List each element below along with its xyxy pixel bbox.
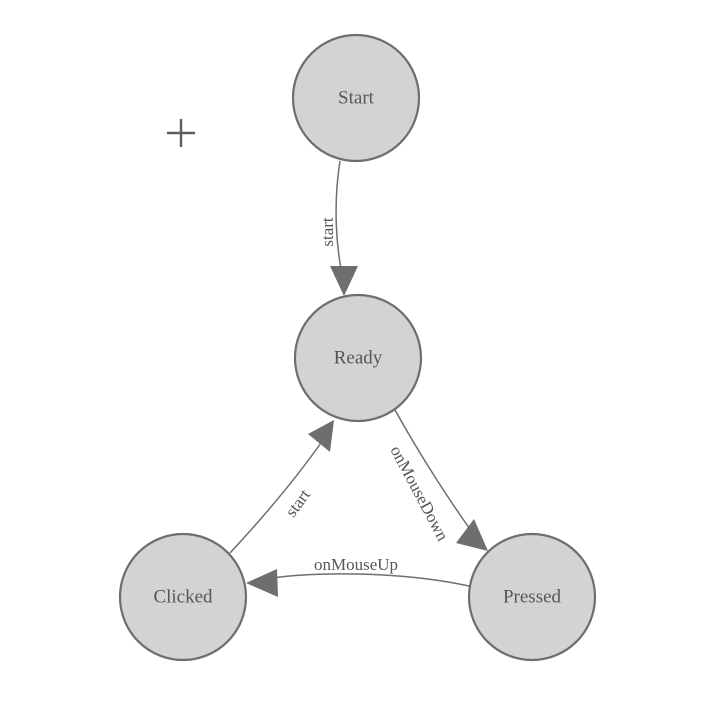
node-clicked[interactable]: Clicked <box>118 532 248 662</box>
edge-start-to-ready-arrowhead <box>330 266 358 296</box>
node-clicked-label: Clicked <box>153 586 213 607</box>
node-pressed[interactable]: Pressed <box>467 532 597 662</box>
edge-clicked-to-ready-path[interactable] <box>229 439 324 554</box>
edge-clicked-to-ready-arrowhead <box>308 420 334 452</box>
edge-start-to-ready[interactable]: start <box>318 160 358 296</box>
node-ready-circle[interactable] <box>293 293 423 423</box>
edge-clicked-to-ready-label: start <box>281 485 314 520</box>
edge-ready-to-pressed[interactable]: onMouseDown <box>386 409 488 551</box>
edge-start-to-ready-label: start <box>318 217 337 247</box>
edge-start-to-ready-path[interactable] <box>335 160 345 284</box>
edge-clicked-to-ready[interactable]: start <box>229 420 334 554</box>
edge-pressed-to-clicked-arrowhead <box>246 569 278 597</box>
node-start[interactable]: Start <box>291 33 421 163</box>
node-ready-label: Ready <box>334 347 383 368</box>
edge-ready-to-pressed-label: onMouseDown <box>386 443 452 545</box>
edge-ready-to-pressed-arrowhead <box>456 519 488 551</box>
edge-pressed-to-clicked-label: onMouseUp <box>314 555 398 574</box>
node-start-circle[interactable] <box>291 33 421 163</box>
node-start-label: Start <box>338 87 375 108</box>
node-pressed-label: Pressed <box>503 586 562 607</box>
crosshair-icon <box>167 119 195 147</box>
node-pressed-circle[interactable] <box>467 532 597 662</box>
edge-pressed-to-clicked[interactable]: onMouseUp <box>246 555 470 597</box>
node-clicked-circle[interactable] <box>118 532 248 662</box>
node-ready[interactable]: Ready <box>293 293 423 423</box>
edge-pressed-to-clicked-path[interactable] <box>258 573 470 587</box>
